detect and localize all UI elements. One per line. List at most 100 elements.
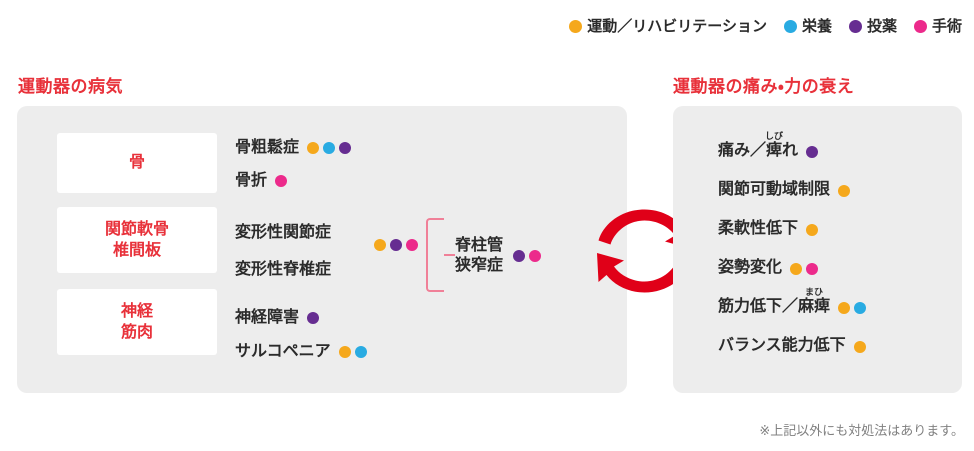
symptom-label-text: 筋力低下／	[718, 298, 799, 315]
legend-item: 手術	[913, 18, 962, 35]
legend-item: 栄養	[783, 18, 832, 35]
disease-dot-cluster	[275, 175, 288, 187]
color-dot-icon	[307, 142, 320, 154]
footnote: ※上記以外にも対処法はあります。	[759, 423, 964, 438]
color-dot-icon	[275, 175, 288, 187]
legend-dot-icon	[848, 20, 862, 33]
legend-item-label: 投薬	[866, 18, 897, 35]
color-dot-icon	[806, 263, 819, 275]
color-dot-icon	[406, 239, 418, 251]
category-box-cartilage-disc: 関節軟骨椎間板	[57, 207, 217, 273]
category-label: 骨	[129, 152, 145, 173]
symptom-label: 姿勢変化	[718, 260, 782, 276]
disease-label: サルコペニア	[235, 343, 331, 360]
symptom-label: 痛み／しび痺れ	[718, 132, 799, 159]
grouping-bracket	[426, 218, 444, 292]
combined-condition-line: 脊柱管	[455, 237, 504, 254]
ruby-base: 痺	[766, 142, 783, 159]
ruby-base: 麻痺	[798, 298, 831, 315]
category-box-bone: 骨	[57, 133, 217, 193]
combined-dot-cluster	[513, 250, 542, 262]
disease-label: 骨折	[235, 172, 268, 189]
symptom-label-text: 痛み／	[718, 142, 767, 159]
color-dot-icon	[390, 239, 402, 251]
symptom-dot-cluster	[790, 263, 819, 276]
ruby-annotated-text: まひ麻痺	[798, 288, 831, 315]
legend-dot-icon	[783, 20, 797, 33]
disease-row: 骨折	[235, 172, 288, 189]
category-label-line: 筋肉	[120, 324, 153, 341]
symptom-label-text: 柔軟性低下	[718, 220, 799, 237]
color-dot-icon	[838, 302, 851, 314]
cycle-arrows-icon	[591, 196, 698, 306]
symptom-dot-cluster	[853, 341, 866, 354]
disease-row: サルコペニア	[235, 344, 367, 360]
combined-condition: 脊柱管狭窄症	[455, 236, 542, 276]
color-dot-icon	[854, 302, 867, 314]
symptom-row: バランス能力低下	[718, 338, 866, 354]
color-dot-icon	[529, 250, 542, 262]
color-dot-icon	[838, 185, 851, 197]
symptom-dot-cluster	[838, 185, 851, 198]
legend: 運動／リハビリテーション 栄養 投薬 手術	[0, 19, 962, 34]
disease-dot-cluster	[307, 312, 320, 324]
symptom-row: 関節可動域制限	[718, 182, 851, 198]
category-label: 神経筋肉	[121, 301, 153, 343]
ruby-annotated-text: しび痺	[765, 132, 783, 159]
category-label: 関節軟骨椎間板	[105, 219, 169, 261]
color-dot-icon	[790, 263, 803, 275]
color-dot-icon	[323, 142, 336, 154]
symptom-dot-cluster	[838, 302, 867, 315]
color-dot-icon	[806, 146, 819, 158]
category-box-nerve-muscle: 神経筋肉	[57, 289, 217, 355]
combined-condition-line: 狭窄症	[455, 257, 504, 274]
color-dot-icon	[354, 346, 367, 358]
symptom-row: 柔軟性低下	[718, 221, 819, 237]
symptom-label: バランス能力低下	[718, 338, 846, 354]
color-dot-icon	[806, 224, 819, 236]
disease-label: 神経障害	[235, 309, 300, 326]
symptom-dot-cluster	[806, 146, 819, 159]
symptom-row: 筋力低下／まひ麻痺	[718, 288, 867, 315]
shared-dot-cluster	[374, 239, 418, 251]
symptom-label-text: 関節可動域制限	[718, 181, 831, 198]
ruby-reading: しび	[765, 131, 784, 141]
color-dot-icon	[513, 250, 526, 262]
disease-row: 変形性脊椎症	[235, 262, 331, 278]
diseases-panel: 骨 関節軟骨椎間板 神経筋肉 骨粗鬆症 骨折 変形性関節症 変形性脊椎症 神経障…	[17, 106, 627, 393]
symptom-row: 痛み／しび痺れ	[718, 132, 819, 159]
symptom-label: 柔軟性低下	[718, 221, 798, 237]
ruby-reading: まひ	[805, 287, 824, 297]
legend-item: 運動／リハビリテーション	[569, 19, 767, 34]
category-label-line: 椎間板	[112, 242, 161, 259]
right-section-title: 運動器の痛み・力の衰え	[673, 77, 855, 96]
symptom-label-text: れ	[782, 142, 799, 159]
disease-row: 神経障害	[235, 309, 320, 326]
legend-dot-icon	[569, 20, 583, 33]
symptom-row: 姿勢変化	[718, 260, 819, 276]
symptom-label: 筋力低下／まひ麻痺	[718, 288, 831, 315]
disease-dot-cluster	[307, 142, 352, 154]
color-dot-icon	[307, 312, 320, 324]
disease-label: 変形性脊椎症	[235, 261, 332, 278]
symptom-label-text: 姿勢変化	[718, 259, 783, 276]
combined-condition-label: 脊柱管狭窄症	[455, 236, 503, 276]
legend-item: 投薬	[848, 18, 897, 35]
category-label-line: 関節軟骨	[104, 220, 169, 238]
legend-dot-icon	[913, 20, 927, 33]
legend-item-label: 手術	[931, 18, 962, 35]
disease-dot-cluster	[338, 346, 367, 358]
disease-label: 変形性関節症	[235, 224, 332, 241]
symptom-dot-cluster	[806, 224, 819, 237]
symptoms-panel: 痛み／しび痺れ 関節可動域制限 柔軟性低下 姿勢変化 筋力低下／まひ麻痺 バラン…	[673, 106, 962, 393]
symptom-label: 関節可動域制限	[718, 182, 830, 198]
color-dot-icon	[338, 346, 351, 358]
legend-item-label: 運動／リハビリテーション	[587, 18, 767, 35]
disease-label: 骨粗鬆症	[235, 139, 300, 156]
category-label-line: 骨	[128, 154, 145, 172]
disease-row: 骨粗鬆症	[235, 139, 352, 156]
color-dot-icon	[374, 239, 386, 251]
legend-item-label: 栄養	[801, 18, 832, 35]
category-label-line: 神経	[120, 302, 153, 320]
